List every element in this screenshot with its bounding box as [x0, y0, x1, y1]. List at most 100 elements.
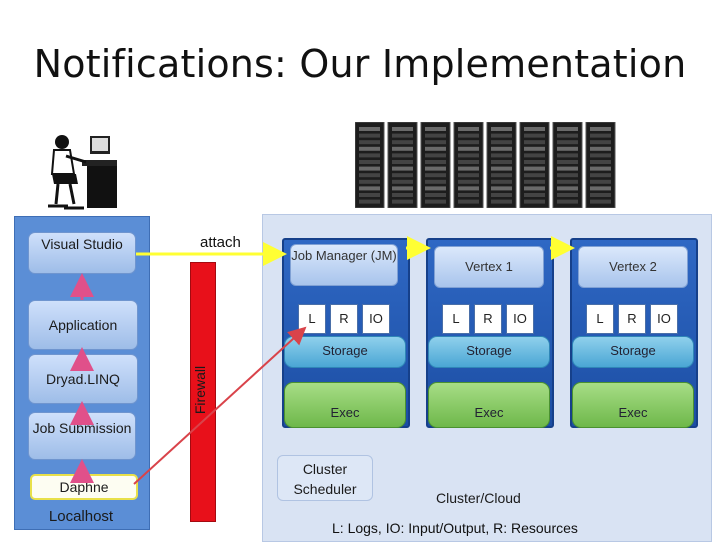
- vertex-1-storage: Storage: [428, 336, 550, 368]
- server-slot: [359, 166, 380, 171]
- job-manager-io-cell: IO: [362, 304, 390, 334]
- server-slot: [524, 179, 545, 184]
- server-slot: [491, 160, 512, 164]
- vertex-1-logs-cell: L: [442, 304, 470, 334]
- server-slot: [524, 166, 545, 171]
- server-slot: [491, 153, 512, 158]
- server-slot: [425, 160, 446, 164]
- server-slot: [392, 140, 413, 145]
- server-slot: [557, 146, 578, 151]
- server-slot: [557, 160, 578, 164]
- job-submission-label: Job Submission: [32, 420, 132, 436]
- server-slot: [557, 173, 578, 178]
- server-slot: [458, 173, 479, 178]
- daphne-to-jm-logs-arrow: [133, 326, 307, 485]
- server-slot: [491, 173, 512, 178]
- server-slot: [458, 179, 479, 184]
- server-slot: [524, 140, 545, 145]
- application-box: Application: [28, 300, 138, 350]
- daphne-label: Daphne: [59, 479, 109, 495]
- localhost-label: Localhost: [48, 508, 114, 525]
- person-computer-icon: [48, 135, 117, 210]
- server-slot: [425, 146, 446, 151]
- job-manager-title-box: Job Manager (JM): [290, 244, 398, 286]
- server-slot: [524, 193, 545, 197]
- server-slot: [392, 127, 413, 131]
- server-slot: [491, 133, 512, 138]
- server-slot: [458, 186, 479, 191]
- server-slot: [392, 160, 413, 164]
- server-slot: [359, 146, 380, 151]
- job-manager-resources-cell: R: [330, 304, 358, 334]
- server-slot: [359, 160, 380, 164]
- vertex-2-exec: Exec: [572, 382, 694, 428]
- server-slot: [425, 140, 446, 145]
- server-slot: [359, 179, 380, 184]
- server-slot: [392, 179, 413, 184]
- server-slot: [392, 186, 413, 191]
- server-slot: [392, 153, 413, 158]
- server-slot: [425, 133, 446, 138]
- server-slot: [458, 193, 479, 197]
- server-slot: [392, 173, 413, 178]
- server-racks-illustration: [354, 121, 619, 209]
- server-slot: [392, 133, 413, 138]
- server-slot: [392, 199, 413, 204]
- user-at-computer-illustration: [40, 128, 120, 210]
- server-slot: [491, 179, 512, 184]
- server-slot: [425, 173, 446, 178]
- firewall-bar: [190, 262, 216, 522]
- server-slot: [491, 140, 512, 145]
- server-slot: [491, 146, 512, 151]
- vertex-2-logs-cell: L: [586, 304, 614, 334]
- server-slot: [458, 140, 479, 145]
- attach-label: attach: [200, 234, 241, 251]
- visual-studio-box: Visual Studio: [28, 232, 136, 274]
- cluster-scheduler-box: Cluster Scheduler: [277, 455, 373, 501]
- vertex-2-title: Vertex 2: [609, 259, 657, 274]
- job-manager-title: Job Manager (JM): [291, 248, 397, 263]
- server-slot: [524, 186, 545, 191]
- server-slot: [590, 146, 611, 151]
- server-slot: [524, 199, 545, 204]
- server-slot: [491, 193, 512, 197]
- server-slot: [425, 153, 446, 158]
- server-slot: [425, 193, 446, 197]
- server-slot: [557, 133, 578, 138]
- server-slot: [557, 199, 578, 204]
- server-slot: [557, 153, 578, 158]
- server-slot: [524, 133, 545, 138]
- server-slot: [425, 166, 446, 171]
- job-manager-exec: Exec: [284, 382, 406, 428]
- server-slot: [557, 186, 578, 191]
- server-slot: [392, 146, 413, 151]
- vertex-2-io-cell: IO: [650, 304, 678, 334]
- dryadlinq-label: Dryad.LINQ: [46, 371, 120, 387]
- server-slot: [590, 127, 611, 131]
- server-slot: [491, 127, 512, 131]
- server-slot: [524, 153, 545, 158]
- dryadlinq-box: Dryad.LINQ: [28, 354, 138, 404]
- server-slot: [590, 199, 611, 204]
- vertex-2-title-box: Vertex 2: [578, 246, 688, 288]
- server-slot: [458, 146, 479, 151]
- cluster-scheduler-label: Cluster Scheduler: [293, 461, 357, 497]
- server-slot: [590, 140, 611, 145]
- server-slot: [590, 153, 611, 158]
- server-slot: [458, 133, 479, 138]
- vertex-2-resources-cell: R: [618, 304, 646, 334]
- vertex-1-title-box: Vertex 1: [434, 246, 544, 288]
- visual-studio-label: Visual Studio: [41, 236, 123, 252]
- vertex-1-io-cell: IO: [506, 304, 534, 334]
- server-slot: [524, 127, 545, 131]
- vertex-2-storage: Storage: [572, 336, 694, 368]
- server-slot: [557, 166, 578, 171]
- server-slot: [425, 127, 446, 131]
- server-slot: [590, 166, 611, 171]
- server-slot: [359, 193, 380, 197]
- server-slot: [491, 199, 512, 204]
- server-slot: [590, 160, 611, 164]
- server-slot: [458, 160, 479, 164]
- server-slot: [458, 166, 479, 171]
